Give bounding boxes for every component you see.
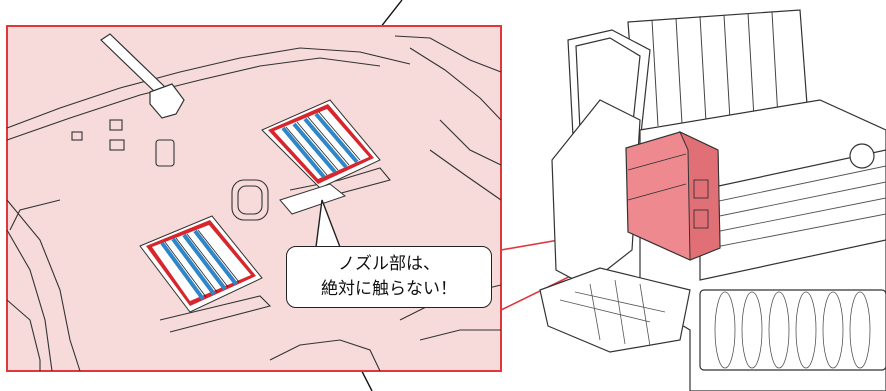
carriage-icon [625, 130, 721, 261]
zoom-detail-panel [6, 25, 502, 372]
wiper-blade-icon [100, 33, 185, 119]
callout-line-1: ノズル部は、 [338, 254, 440, 274]
printer-body-icon [539, 9, 886, 391]
callout-line-2: 絶対に触らない！ [321, 279, 457, 299]
cap-station-icon [261, 99, 381, 215]
cap-station-icon [139, 215, 263, 313]
warning-callout: ノズル部は、 絶対に触らない！ [286, 246, 492, 308]
